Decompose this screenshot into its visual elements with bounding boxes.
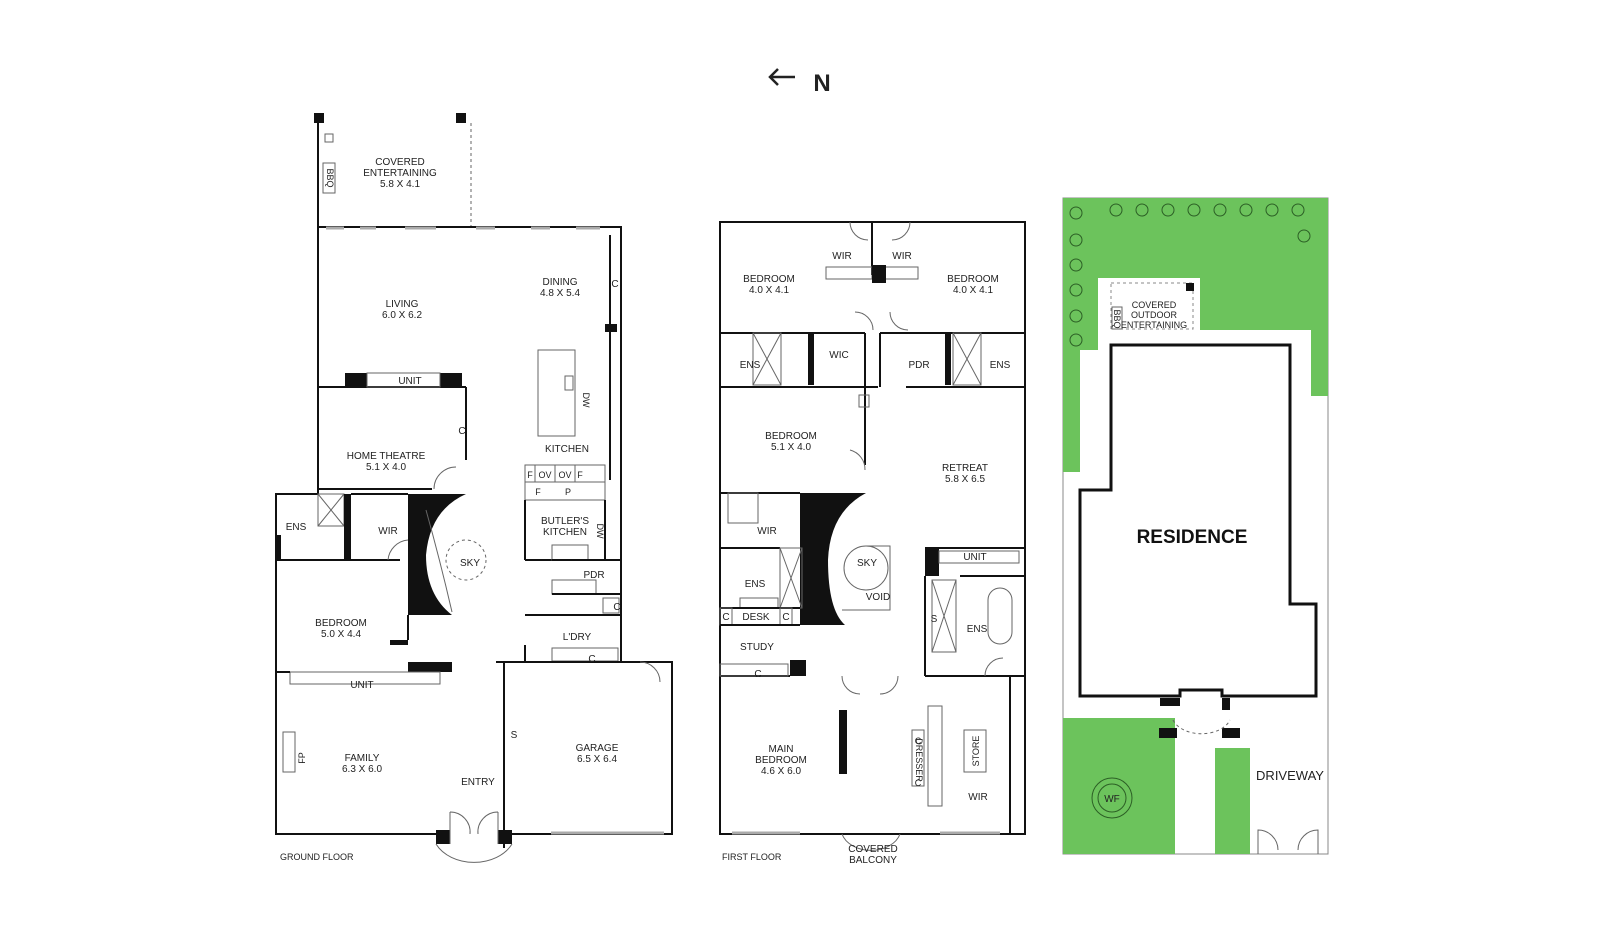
- wir2-label: WIR: [892, 251, 911, 262]
- c-study-label: C: [754, 669, 761, 680]
- c2-ff-label: C: [915, 778, 922, 788]
- bedroom2-label: BEDROOM: [947, 274, 999, 285]
- p-label: P: [565, 487, 571, 497]
- pdr-label: PDR: [583, 570, 604, 581]
- covered-entertaining-label-1: COVERED: [375, 157, 424, 168]
- store-label: STORE: [971, 736, 981, 767]
- garage-label: GARAGE: [576, 743, 619, 754]
- bedroom1-dims: 4.0 X 4.1: [749, 285, 789, 296]
- covered-balcony-label-2: BALCONY: [849, 855, 897, 866]
- fp-label: FP: [297, 752, 307, 764]
- covered-balcony-label-1: COVERED: [848, 844, 897, 855]
- unit-top-label: UNIT: [398, 376, 421, 387]
- c-dining-label: C: [611, 279, 618, 290]
- wic-label: WIC: [829, 350, 848, 361]
- bedroom-label: BEDROOM: [315, 618, 367, 629]
- garage-dims: 6.5 X 6.4: [577, 754, 617, 765]
- ground-floor-title: GROUND FLOOR: [280, 852, 354, 862]
- s-ff-label: S: [931, 614, 938, 625]
- main-bedroom-dims: 4.6 X 6.0: [761, 766, 801, 777]
- f-label-2: F: [577, 470, 583, 480]
- family-dims: 6.3 X 6.0: [342, 764, 382, 775]
- bedroom-dims: 5.0 X 4.4: [321, 629, 361, 640]
- c-theatre-label: C: [458, 426, 465, 437]
- c1-ff-label: C: [915, 736, 922, 746]
- wir1-label: WIR: [832, 251, 851, 262]
- unit-ff-label: UNIT: [963, 552, 986, 563]
- dresser-label: DRESSER: [914, 738, 924, 782]
- covered-outdoor-label-3: ENTERTAINING: [1121, 320, 1187, 330]
- covered-outdoor-label-1: COVERED: [1132, 300, 1177, 310]
- wir-label: WIR: [378, 526, 397, 537]
- first-floor-plan: [719, 221, 1026, 851]
- c-pdr-label: C: [613, 602, 620, 613]
- first-floor-title: FIRST FLOOR: [722, 852, 782, 862]
- home-theatre-dims: 5.1 X 4.0: [366, 462, 406, 473]
- ov-label-1: OV: [538, 470, 551, 480]
- covered-entertaining-dims: 5.8 X 4.1: [380, 179, 420, 190]
- s-label: S: [511, 730, 518, 741]
- sky-label: SKY: [460, 558, 480, 569]
- f-label-3: F: [535, 487, 541, 497]
- kitchen-label: KITCHEN: [545, 444, 589, 455]
- retreat-dims: 5.8 X 6.5: [945, 474, 985, 485]
- void-label: VOID: [866, 592, 890, 603]
- desk-label: DESK: [742, 612, 770, 623]
- wir3-label: WIR: [757, 526, 776, 537]
- pdr-ff-label: PDR: [908, 360, 929, 371]
- site-plan: [1062, 197, 1329, 855]
- bedroom1-label: BEDROOM: [743, 274, 795, 285]
- ov-label-2: OV: [558, 470, 571, 480]
- unit-bottom-label: UNIT: [350, 680, 373, 691]
- wir4-label: WIR: [968, 792, 987, 803]
- north-label: N: [813, 70, 830, 97]
- first-floor-labels: WIR WIR BEDROOM 4.0 X 4.1 BEDROOM 4.0 X …: [722, 251, 1011, 866]
- residence-label: RESIDENCE: [1137, 527, 1248, 548]
- covered-entertaining-label-2: ENTERTAINING: [363, 168, 437, 179]
- ground-floor-plan: [275, 113, 673, 863]
- north-indicator: N: [768, 68, 831, 97]
- bedroom3-dims: 5.1 X 4.0: [771, 442, 811, 453]
- site-plan-labels: COVERED OUTDOOR ENTERTAINING BBQ RESIDEN…: [1104, 300, 1324, 805]
- driveway-label: DRIVEWAY: [1256, 768, 1324, 783]
- dw2-label: DW: [595, 524, 605, 539]
- dining-dims: 4.8 X 5.4: [540, 288, 580, 299]
- butlers-kitchen-label-2: KITCHEN: [543, 527, 587, 538]
- ens1-label: ENS: [740, 360, 761, 371]
- main-bedroom-label-2: BEDROOM: [755, 755, 807, 766]
- bbq-label: BBQ: [325, 168, 335, 187]
- bbq-site-label: BBQ: [1112, 309, 1122, 328]
- study-label: STUDY: [740, 642, 774, 653]
- ens-label: ENS: [286, 522, 307, 533]
- west-arrow-icon: [768, 68, 795, 86]
- family-label: FAMILY: [345, 753, 380, 764]
- sky-ff-label: SKY: [857, 558, 877, 569]
- entry-label: ENTRY: [461, 777, 495, 788]
- butlers-kitchen-label-1: BUTLER'S: [541, 516, 589, 527]
- main-bedroom-label-1: MAIN: [769, 744, 794, 755]
- covered-outdoor-label-2: OUTDOOR: [1131, 310, 1177, 320]
- home-theatre-label: HOME THEATRE: [347, 451, 426, 462]
- bedroom3-label: BEDROOM: [765, 431, 817, 442]
- dw-label: DW: [581, 393, 591, 408]
- ldry-label: L'DRY: [563, 632, 592, 643]
- living-label: LIVING: [386, 299, 419, 310]
- retreat-label: RETREAT: [942, 463, 988, 474]
- dining-label: DINING: [543, 277, 578, 288]
- bedroom2-dims: 4.0 X 4.1: [953, 285, 993, 296]
- c-ldry-label: C: [588, 654, 595, 665]
- ground-floor-labels: COVERED ENTERTAINING 5.8 X 4.1 BBQ LIVIN…: [280, 157, 621, 862]
- ens3-label: ENS: [745, 579, 766, 590]
- ens2-label: ENS: [990, 360, 1011, 371]
- c-desk-left-label: C: [722, 612, 729, 623]
- ens4-label: ENS: [967, 624, 988, 635]
- f-label-1: F: [527, 470, 533, 480]
- living-dims: 6.0 X 6.2: [382, 310, 422, 321]
- wf-label: WF: [1104, 794, 1120, 805]
- c-desk-right-label: C: [782, 612, 789, 623]
